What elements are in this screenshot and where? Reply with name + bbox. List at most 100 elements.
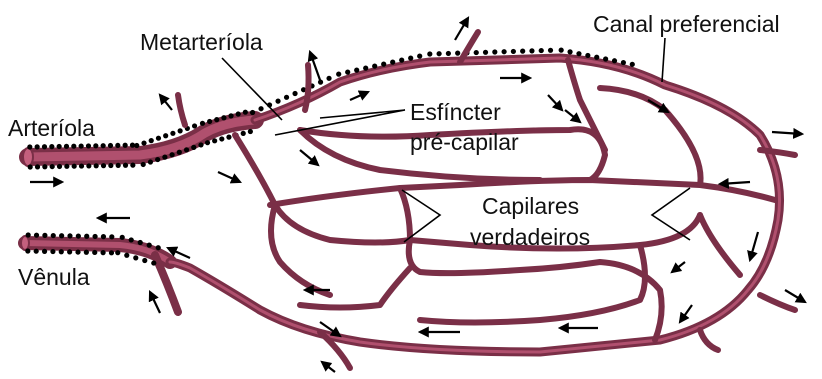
muscle-dot <box>116 163 121 168</box>
muscle-dot <box>101 163 106 168</box>
muscle-dot <box>520 49 525 54</box>
muscle-dot <box>27 144 32 149</box>
muscle-dot <box>50 164 55 169</box>
muscle-dot <box>138 240 143 245</box>
muscle-dot <box>212 138 217 143</box>
muscle-dot <box>59 233 64 238</box>
muscle-dot <box>539 48 544 53</box>
muscle-dot <box>109 234 114 239</box>
muscle-dot <box>67 249 72 254</box>
muscle-dot <box>250 110 255 115</box>
muscle-dot <box>226 135 231 140</box>
label-sphincter-line2: pré-capilar <box>410 129 519 155</box>
muscle-dot <box>214 117 219 122</box>
muscle-dot <box>108 163 113 168</box>
muscle-dot <box>207 119 212 124</box>
muscle-dot <box>372 64 377 69</box>
muscle-dot <box>50 249 55 254</box>
muscle-dot <box>64 144 69 149</box>
muscle-dot <box>75 249 80 254</box>
muscle-dot <box>630 62 635 67</box>
muscle-dot <box>156 245 161 250</box>
muscle-dot <box>455 51 460 56</box>
muscle-dot <box>94 163 99 168</box>
muscle-dot <box>149 138 154 143</box>
muscle-dot <box>390 60 395 65</box>
muscle-dot <box>93 143 98 148</box>
muscle-dot <box>292 91 297 96</box>
muscle-dot <box>163 133 168 138</box>
muscle-dot <box>529 48 534 53</box>
muscle-dot <box>284 95 289 100</box>
muscle-dot <box>492 49 497 54</box>
muscle-dot <box>177 150 182 155</box>
muscle-dot <box>219 136 224 141</box>
muscle-dot <box>612 58 617 63</box>
muscle-dot <box>275 99 280 104</box>
muscle-dot <box>336 72 341 77</box>
muscle-dot <box>559 48 564 53</box>
muscle-dot <box>42 249 47 254</box>
muscle-dot <box>120 235 125 240</box>
muscle-dot <box>603 56 608 61</box>
muscle-dot <box>241 131 246 136</box>
muscle-dot <box>34 233 39 238</box>
muscle-dot <box>101 143 106 148</box>
muscle-dot <box>408 56 413 61</box>
muscle-dot <box>155 157 160 162</box>
muscle-dot <box>318 80 323 85</box>
muscle-dot <box>446 51 451 56</box>
muscle-dot <box>42 164 47 169</box>
muscle-dot <box>76 233 81 238</box>
muscle-dot <box>84 250 89 255</box>
muscle-dot <box>417 54 422 59</box>
muscle-dot <box>115 143 120 148</box>
muscle-dot <box>585 53 590 58</box>
muscle-dot <box>178 128 183 133</box>
muscle-dot <box>59 249 64 254</box>
muscle-dot <box>108 143 113 148</box>
muscle-dot <box>84 234 89 239</box>
muscle-dot <box>594 55 599 60</box>
muscle-dot <box>51 233 56 238</box>
muscle-dot <box>115 250 120 255</box>
muscle-dot <box>101 234 106 239</box>
muscle-dot <box>86 163 91 168</box>
muscle-dot <box>26 232 31 237</box>
muscle-dot <box>148 159 153 164</box>
muscle-dot <box>79 163 84 168</box>
muscle-dot <box>147 243 152 248</box>
label-capillaries-line2: verdadeiros <box>470 224 590 250</box>
muscle-dot <box>511 49 516 54</box>
muscle-dot <box>621 60 626 65</box>
muscle-dot <box>25 248 30 253</box>
muscle-dot <box>57 144 62 149</box>
muscle-dot <box>243 110 248 115</box>
muscle-dot <box>354 68 359 73</box>
muscle-dot <box>134 143 139 148</box>
muscle-dot <box>399 58 404 63</box>
muscle-dot <box>35 144 40 149</box>
muscle-dot <box>71 144 76 149</box>
muscle-dot <box>326 76 331 81</box>
muscle-dot <box>28 164 33 169</box>
muscle-dot <box>427 51 432 56</box>
muscle-dot <box>42 144 47 149</box>
muscle-dot <box>141 140 146 145</box>
muscle-dot <box>169 152 174 157</box>
label-metarteriole: Metarteríola <box>140 29 263 55</box>
muscle-dot <box>142 258 147 263</box>
muscle-dot <box>151 260 156 265</box>
muscle-dot <box>198 142 203 147</box>
muscle-dot <box>191 145 196 150</box>
muscle-dot <box>123 143 128 148</box>
muscle-dot <box>381 62 386 67</box>
muscle-dot <box>123 163 128 168</box>
muscle-dot <box>49 144 54 149</box>
muscle-dot <box>345 70 350 75</box>
muscle-dot <box>141 162 146 167</box>
muscle-dot <box>124 253 129 258</box>
label-venule: Vênula <box>18 264 90 290</box>
muscle-dot <box>67 233 72 238</box>
muscle-dot <box>258 106 263 111</box>
